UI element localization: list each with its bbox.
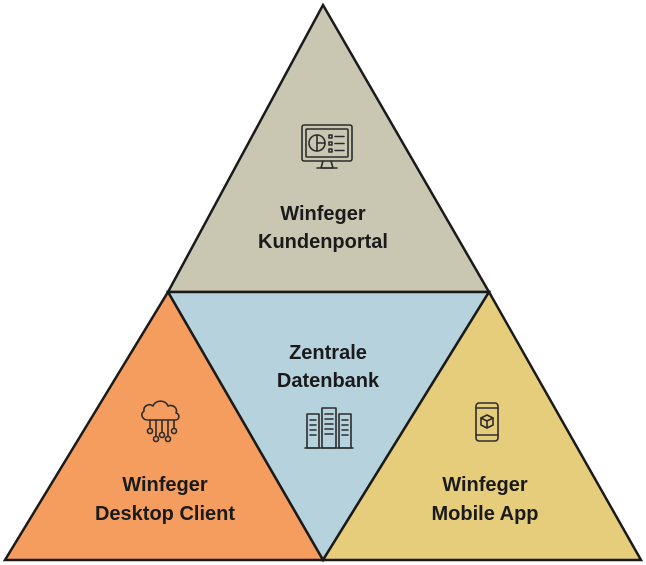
top-label-line2: Kundenportal (258, 231, 388, 253)
center-label-line2: Datenbank (277, 370, 380, 392)
monitor-dashboard-icon (301, 124, 353, 169)
center-label-line1: Zentrale (289, 342, 367, 364)
server-rack-icon (304, 407, 354, 449)
left-label-line1: Winfeger (122, 474, 208, 496)
top-label-line1: Winfeger (280, 203, 366, 225)
smartphone-cube-icon (475, 402, 499, 442)
right-label-line2: Mobile App (431, 503, 538, 525)
right-label-line1: Winfeger (442, 474, 528, 496)
left-label-line2: Desktop Client (95, 503, 235, 525)
segment-left-triangle (2, 289, 326, 562)
cloud-network-icon (141, 400, 180, 443)
